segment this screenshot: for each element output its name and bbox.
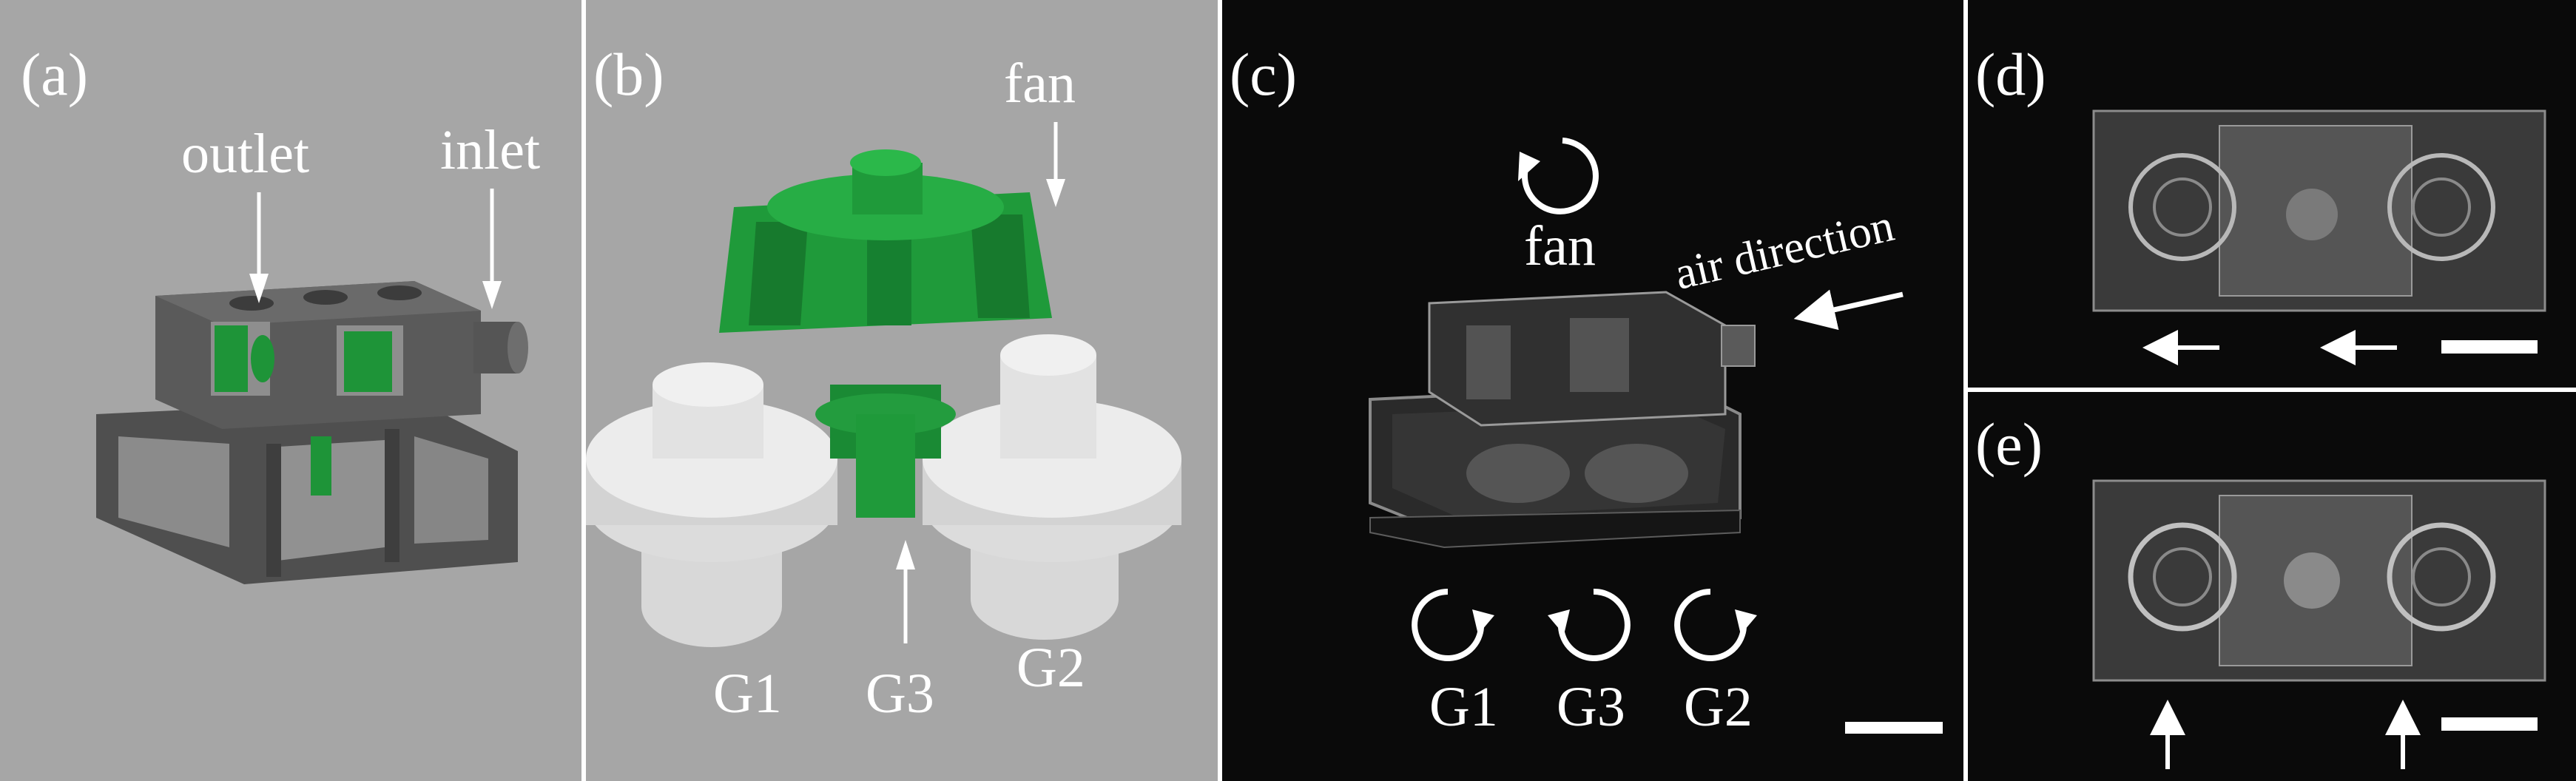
chip-top-photo-d: [2092, 109, 2546, 365]
gear-label-g2: G2: [1684, 676, 1753, 738]
inlet-label: inlet: [440, 119, 541, 181]
panel-c-label: (c): [1230, 41, 1298, 108]
panel-b: (b) fan G1 G3 G2: [586, 0, 1218, 781]
housing-render: [96, 189, 528, 584]
rotation-arrow-icon: [1412, 589, 1485, 661]
fan-label: fan: [1524, 215, 1596, 277]
gear-label-g1: G1: [1429, 676, 1498, 738]
scale-bar: [2441, 717, 2538, 731]
device-photo: [1369, 138, 1943, 734]
scale-bar: [1845, 722, 1943, 734]
gear-label-g3: G3: [866, 663, 934, 725]
panel-c: (c) fan air direction G1 G3 G2: [1222, 0, 1963, 781]
fan-label: fan: [1004, 53, 1076, 115]
panel-e: (e): [1968, 392, 2576, 781]
gear-label-g2: G2: [1016, 637, 1085, 699]
gear-label-g3: G3: [1557, 676, 1625, 738]
panel-a: (a) outlet inlet: [0, 0, 581, 781]
panel-a-label: (a): [21, 41, 89, 108]
rotation-arrow-icon: [1557, 588, 1631, 661]
scale-bar: [2441, 340, 2538, 354]
gear-fan-render: [586, 122, 1181, 647]
chip-top-photo-e: [2092, 479, 2546, 769]
panel-b-label: (b): [593, 41, 664, 108]
panel-d-label: (d): [1975, 41, 2046, 108]
panel-e-label: (e): [1975, 410, 2043, 478]
gear-label-g1: G1: [713, 663, 782, 725]
rotation-arrow-icon: [1521, 138, 1599, 214]
rotation-arrow-icon: [1674, 589, 1747, 661]
outlet-label: outlet: [181, 123, 310, 185]
panel-d: (d): [1968, 0, 2576, 388]
